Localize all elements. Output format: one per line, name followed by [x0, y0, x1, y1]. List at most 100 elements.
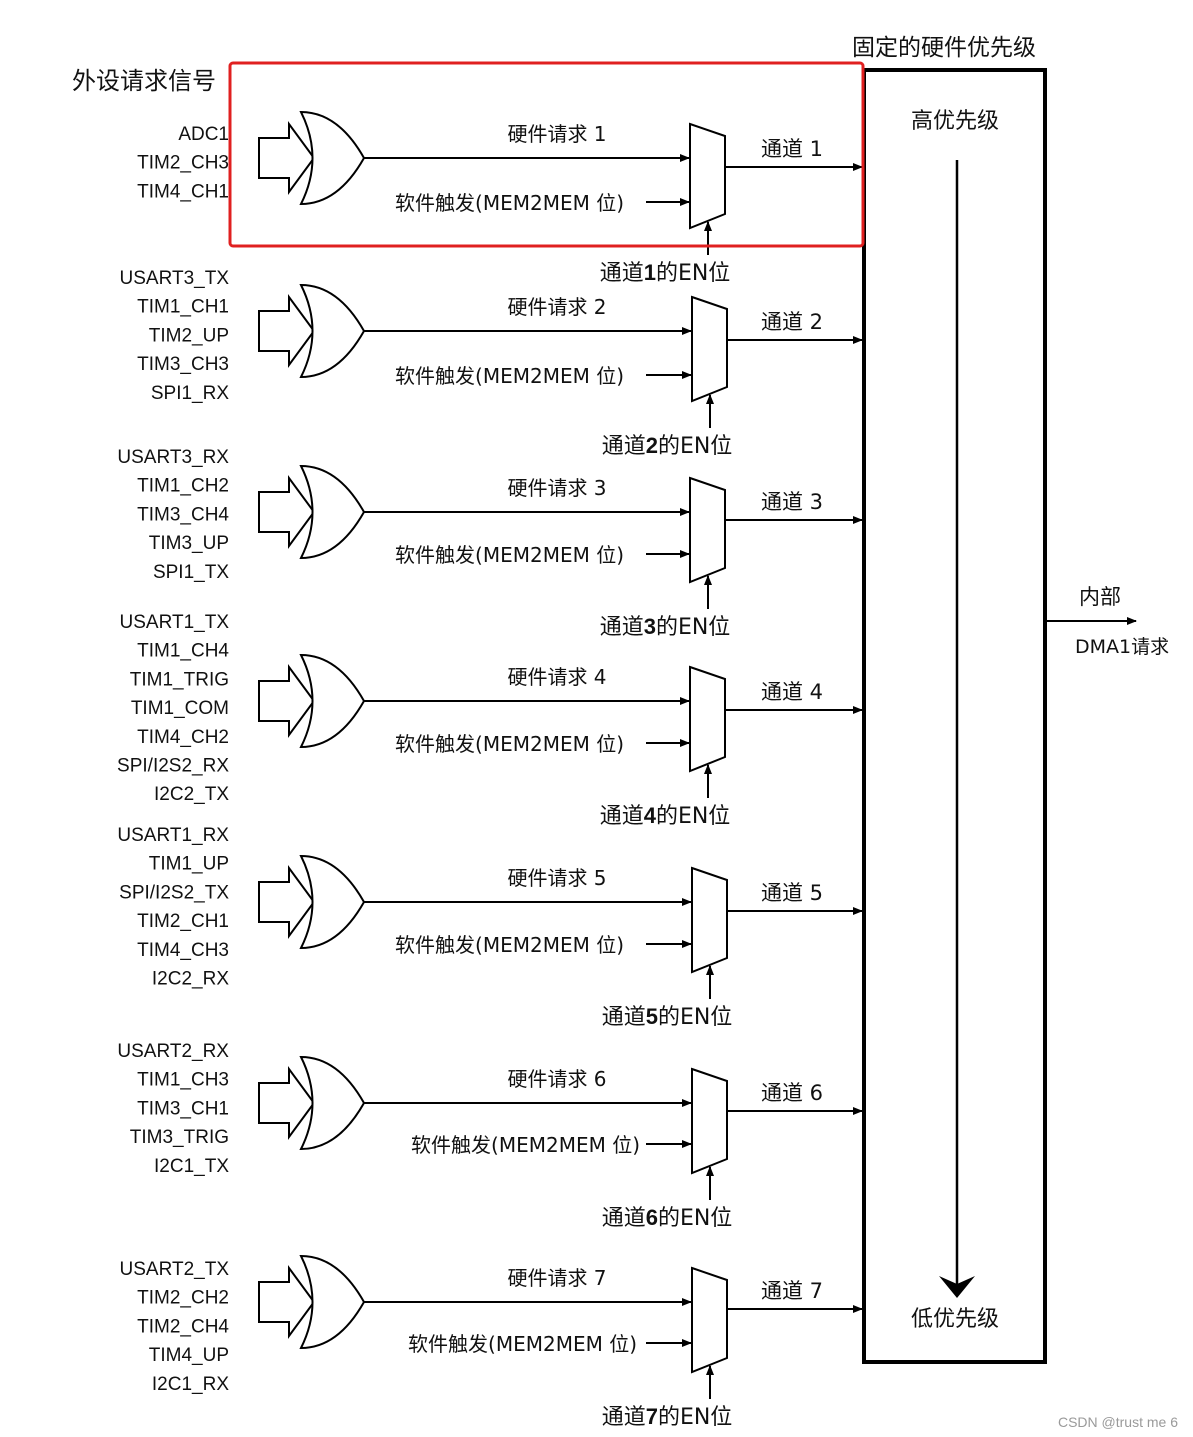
channel-label: 通道 1: [761, 137, 823, 161]
channel-4-row: USART1_TXTIM1_CH4TIM1_TRIGTIM1_COMTIM4_C…: [117, 612, 863, 829]
software-trigger-label: 软件触发(MEM2MEM 位): [395, 732, 624, 756]
hardware-request-label: 硬件请求 4: [507, 665, 606, 689]
peripheral-signal: I2C2_RX: [152, 969, 229, 990]
software-trigger-label: 软件触发(MEM2MEM 位): [411, 1133, 640, 1157]
or-gate-icon: [299, 1254, 366, 1350]
multiplexer-icon: [689, 122, 726, 230]
enable-bit-prefix: 通道: [602, 434, 646, 459]
multiplexer-icon: [691, 866, 728, 974]
enable-bit-label: 通道6的EN位: [602, 1205, 733, 1231]
peripheral-signal: SPI/I2S2_TX: [119, 882, 229, 903]
peripheral-signal: TIM2_CH2: [137, 1288, 229, 1309]
peripheral-signal: TIM1_CH3: [137, 1070, 229, 1091]
software-trigger-label: 软件触发(MEM2MEM 位): [408, 1332, 637, 1356]
enable-bit-prefix: 通道: [602, 1405, 646, 1430]
peripheral-signal: TIM3_CH4: [137, 504, 229, 525]
peripheral-signal: USART2_TX: [120, 1259, 230, 1280]
enable-bit-label: 通道5的EN位: [602, 1004, 733, 1030]
peripheral-signal: ADC1: [178, 124, 229, 145]
peripheral-signal: TIM3_UP: [149, 533, 229, 554]
output-label-dma1-request: DMA1请求: [1075, 636, 1169, 658]
hardware-request-label: 硬件请求 2: [507, 295, 606, 319]
input-arrow-icon: [258, 864, 316, 940]
peripheral-signal: I2C2_TX: [154, 784, 229, 805]
peripheral-signal: TIM2_CH4: [137, 1316, 229, 1337]
enable-bit-suffix: 的EN位: [658, 1005, 732, 1030]
enable-bit-channel-number: 3: [644, 614, 656, 639]
enable-bit-suffix: 的EN位: [656, 804, 730, 829]
peripheral-signal: SPI1_TX: [153, 562, 229, 583]
peripheral-signal: TIM2_CH3: [137, 153, 229, 174]
input-arrow-icon: [258, 120, 316, 196]
enable-bit-label: 通道3的EN位: [600, 614, 731, 640]
enable-bit-prefix: 通道: [602, 1005, 646, 1030]
peripheral-signal: TIM2_UP: [149, 325, 229, 346]
enable-bit-prefix: 通道: [600, 261, 644, 286]
output-label-internal: 内部: [1079, 585, 1121, 609]
hardware-request-label: 硬件请求 5: [507, 866, 606, 890]
input-arrow-icon: [258, 293, 316, 369]
hardware-request-label: 硬件请求 1: [507, 122, 606, 146]
fixed-hardware-priority-title: 固定的硬件优先级: [852, 35, 1036, 61]
enable-bit-label: 通道1的EN位: [600, 260, 731, 286]
or-gate-icon: [299, 653, 366, 749]
peripheral-signal: TIM2_CH1: [137, 911, 229, 932]
input-arrow-icon: [258, 1065, 316, 1141]
input-arrow-icon: [258, 663, 316, 739]
high-priority-label: 高优先级: [911, 109, 999, 134]
peripheral-signal: TIM3_CH1: [137, 1098, 229, 1119]
peripheral-signal: USART3_RX: [117, 447, 229, 468]
channel-3-row: USART3_RXTIM1_CH2TIM3_CH4TIM3_UPSPI1_TX硬…: [117, 447, 863, 640]
peripheral-signal: TIM4_CH2: [137, 727, 229, 748]
priority-block: [862, 68, 1047, 1364]
enable-bit-suffix: 的EN位: [658, 1405, 732, 1430]
peripheral-signal: I2C1_TX: [154, 1156, 229, 1177]
enable-bit-prefix: 通道: [602, 1206, 646, 1231]
peripheral-signal: TIM1_UP: [149, 854, 229, 875]
software-trigger-label: 软件触发(MEM2MEM 位): [395, 191, 624, 215]
channel-label: 通道 3: [761, 490, 823, 514]
peripheral-signal: USART3_TX: [120, 268, 230, 289]
watermark: CSDN @trust me 6: [1058, 1414, 1178, 1430]
peripheral-signal: TIM1_COM: [131, 698, 229, 719]
channel-label: 通道 5: [761, 881, 823, 905]
channel-2-row: USART3_TXTIM1_CH1TIM2_UPTIM3_CH3SPI1_RX硬…: [120, 268, 863, 459]
enable-bit-suffix: 的EN位: [656, 261, 730, 286]
enable-bit-prefix: 通道: [600, 615, 644, 640]
multiplexer-icon: [689, 665, 726, 773]
channel-label: 通道 6: [761, 1081, 823, 1105]
enable-bit-label: 通道4的EN位: [600, 803, 731, 829]
peripheral-signal: SPI1_RX: [151, 383, 229, 404]
enable-bit-channel-number: 6: [646, 1205, 658, 1230]
enable-bit-channel-number: 4: [644, 803, 657, 828]
peripheral-signal: USART1_RX: [117, 825, 229, 846]
enable-bit-label: 通道2的EN位: [602, 433, 733, 459]
software-trigger-label: 软件触发(MEM2MEM 位): [395, 364, 624, 388]
peripheral-signal: TIM4_CH1: [137, 181, 229, 202]
hardware-request-label: 硬件请求 7: [507, 1266, 606, 1290]
channel-1-highlight-box: [228, 61, 865, 248]
channel-label: 通道 7: [761, 1279, 823, 1303]
low-priority-label: 低优先级: [911, 1307, 999, 1332]
channel-label: 通道 2: [761, 310, 823, 334]
enable-bit-suffix: 的EN位: [658, 1206, 732, 1231]
peripheral-signal: SPI/I2S2_RX: [117, 756, 229, 777]
hardware-request-label: 硬件请求 6: [507, 1067, 606, 1091]
multiplexer-icon: [691, 295, 728, 403]
channel-6-row: USART2_RXTIM1_CH3TIM3_CH1TIM3_TRIGI2C1_T…: [117, 1041, 863, 1231]
enable-bit-prefix: 通道: [600, 804, 644, 829]
or-gate-icon: [299, 1055, 366, 1151]
channel-label: 通道 4: [761, 680, 823, 704]
peripheral-signal: USART2_RX: [117, 1041, 229, 1062]
peripheral-signal: USART1_TX: [120, 612, 230, 633]
input-arrow-icon: [258, 474, 316, 550]
hardware-request-label: 硬件请求 3: [507, 476, 606, 500]
channel-5-row: USART1_RXTIM1_UPSPI/I2S2_TXTIM2_CH1TIM4_…: [117, 825, 863, 1030]
multiplexer-icon: [691, 1266, 728, 1374]
multiplexer-icon: [689, 476, 726, 584]
peripheral-signal: TIM1_TRIG: [130, 669, 229, 690]
software-trigger-label: 软件触发(MEM2MEM 位): [395, 933, 624, 957]
